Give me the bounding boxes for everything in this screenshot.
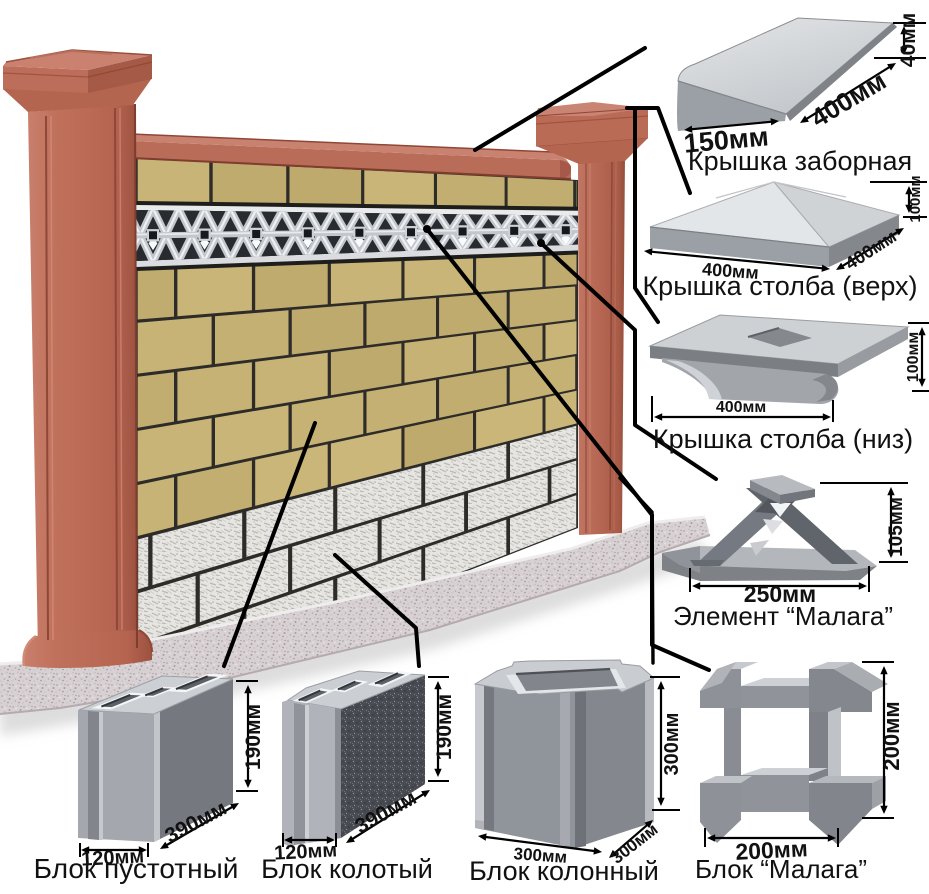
svg-text:120мм: 120мм <box>274 839 338 864</box>
svg-text:Блок колотый: Блок колотый <box>261 854 433 884</box>
svg-text:Блок колонный: Блок колонный <box>469 856 659 886</box>
svg-text:150мм: 150мм <box>683 121 770 158</box>
svg-text:300мм: 300мм <box>513 844 568 867</box>
svg-text:105мм: 105мм <box>886 497 907 557</box>
svg-text:190мм: 190мм <box>242 704 265 770</box>
svg-text:40мм: 40мм <box>897 13 920 67</box>
svg-text:Блок “Малага”: Блок “Малага” <box>695 854 867 884</box>
svg-text:Крышка заборная: Крышка заборная <box>688 146 912 176</box>
svg-text:200мм: 200мм <box>879 701 904 770</box>
svg-text:250мм: 250мм <box>744 581 816 607</box>
svg-text:Крышка столба (низ): Крышка столба (низ) <box>653 424 913 454</box>
svg-text:100мм: 100мм <box>907 175 924 222</box>
svg-text:400мм: 400мм <box>701 259 759 283</box>
svg-text:120мм: 120мм <box>81 845 145 870</box>
svg-text:100мм: 100мм <box>905 332 922 382</box>
svg-text:Элемент “Малага”: Элемент “Малага” <box>673 601 893 631</box>
svg-text:400мм: 400мм <box>716 399 766 416</box>
svg-text:300мм: 300мм <box>661 713 683 776</box>
svg-text:190мм: 190мм <box>433 694 456 760</box>
svg-text:Блок пустотный: Блок пустотный <box>34 853 239 884</box>
svg-text:Крышка столба (верх): Крышка столба (верх) <box>642 271 917 301</box>
svg-text:200мм: 200мм <box>735 835 809 865</box>
